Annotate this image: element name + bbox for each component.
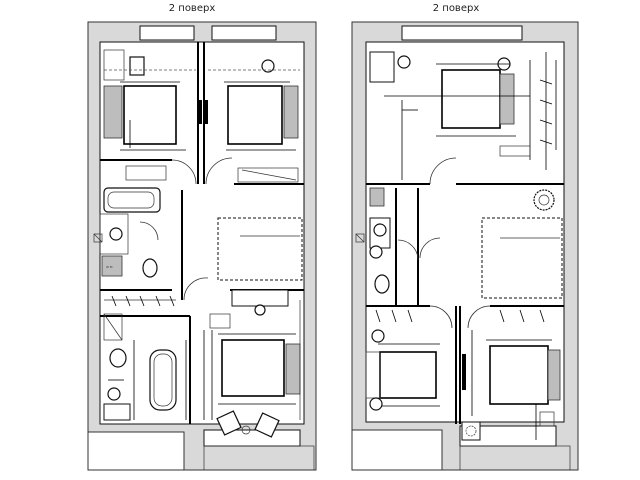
left-bottom-wall [87, 431, 185, 471]
left-bedroom3-wardrobe [285, 343, 301, 395]
left-stair-opening [217, 217, 303, 281]
left-desk [231, 289, 289, 307]
left-hanging-rail [111, 295, 175, 307]
right-master-bed [441, 69, 501, 129]
left-bedroom3-bed [221, 339, 285, 397]
right-sink-1 [373, 223, 387, 237]
right-master-wardrobe-rail [539, 79, 553, 145]
left-toilet-1 [142, 258, 158, 278]
right-bedroom-right-bed [489, 345, 549, 405]
left-floor-plan: W M [87, 21, 317, 471]
left-toilet-2 [109, 348, 127, 368]
right-plan-title: 2 поверх [432, 3, 480, 14]
right-shower-unit [369, 187, 385, 207]
left-armchair-2 [254, 412, 280, 438]
left-bathtub-2 [149, 349, 177, 411]
left-armchair-1 [216, 410, 242, 436]
left-sink-1 [109, 227, 123, 241]
left-washing-machine [101, 255, 123, 277]
right-master-nightstands [499, 73, 515, 125]
left-desk-chair [254, 304, 266, 316]
right-bottom-wall [351, 429, 443, 471]
left-bedroom1-wardrobe [103, 85, 123, 139]
right-toilet-1 [374, 274, 390, 294]
left-window-1 [139, 25, 195, 41]
left-bedroom2-lamp [261, 59, 275, 73]
svg-text:W M: W M [106, 265, 113, 269]
left-plan-title: 2 поверх [168, 3, 216, 14]
right-window [401, 25, 523, 41]
left-sink-2 [107, 387, 121, 401]
right-hanging-rail-left [375, 309, 413, 323]
right-floor-plan [351, 21, 579, 471]
right-terrace [459, 445, 571, 471]
left-window-2 [211, 25, 277, 41]
left-bathtub-1 [103, 187, 161, 213]
right-door-bedroom [462, 354, 466, 390]
right-armchair [461, 421, 481, 441]
left-bedroom2-bed [227, 85, 283, 145]
left-bedroom2-wardrobe [283, 85, 299, 139]
right-plant [533, 189, 555, 211]
left-door-bed1 [198, 100, 202, 124]
left-balcony [203, 429, 301, 447]
left-bedroom1-bed [123, 85, 177, 145]
right-bedroom-left-bed [379, 351, 437, 399]
left-bedroom1-chair [129, 56, 145, 76]
left-terrace [203, 445, 315, 471]
right-hanging-rail-right [499, 309, 545, 323]
left-door-bed2 [204, 100, 208, 124]
right-stair-opening [481, 217, 563, 299]
